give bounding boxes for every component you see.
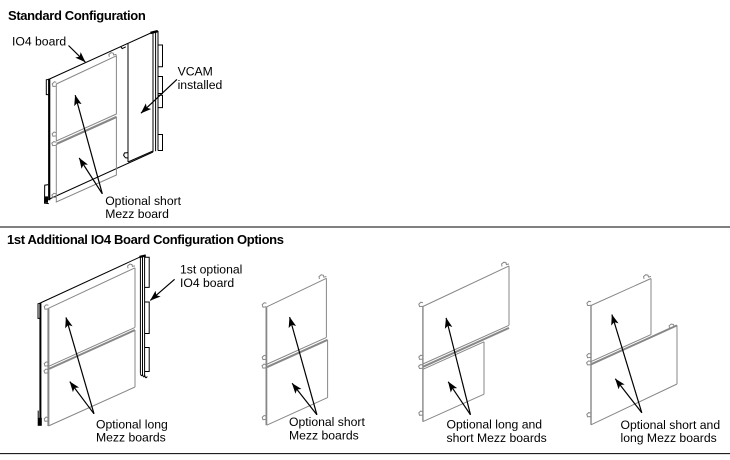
svg-text:Optional short: Optional short — [105, 194, 181, 208]
svg-text:Mezz boards: Mezz boards — [289, 428, 359, 442]
svg-text:Optional long and: Optional long and — [447, 417, 543, 431]
svg-text:1st Additional IO4 Board Confi: 1st Additional IO4 Board Configuration O… — [7, 232, 284, 247]
svg-text:IO4 board: IO4 board — [180, 276, 234, 290]
svg-text:short Mezz boards: short Mezz boards — [447, 431, 547, 445]
svg-text:Optional long: Optional long — [96, 417, 168, 431]
svg-text:installed: installed — [178, 78, 223, 92]
svg-text:Mezz board: Mezz board — [105, 207, 169, 221]
svg-text:long Mezz boards: long Mezz boards — [621, 431, 717, 445]
svg-text:VCAM: VCAM — [178, 65, 213, 79]
svg-text:Mezz boards: Mezz boards — [96, 431, 166, 445]
svg-text:1st optional: 1st optional — [180, 263, 242, 277]
svg-text:IO4 board: IO4 board — [12, 34, 66, 48]
svg-text:Optional short: Optional short — [289, 415, 365, 429]
svg-text:Standard Configuration: Standard Configuration — [8, 8, 146, 23]
svg-text:Optional short and: Optional short and — [621, 418, 721, 432]
